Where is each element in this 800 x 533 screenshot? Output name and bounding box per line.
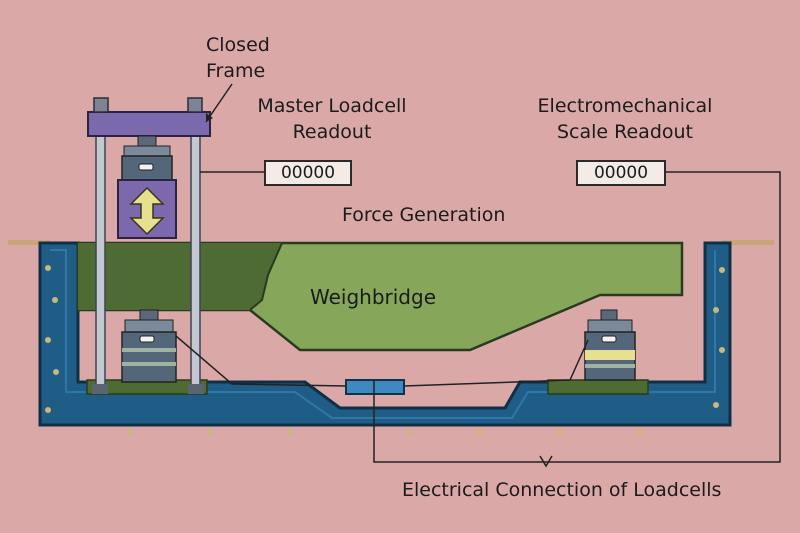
scale-readout-display: 00000 xyxy=(576,160,666,186)
ground-left xyxy=(8,240,50,245)
junction-box xyxy=(345,379,405,395)
right-base-plate xyxy=(547,379,649,395)
master-loadcell-readout-label: Master Loadcell Readout xyxy=(257,95,407,143)
closed-frame-label: Closed Frame xyxy=(206,34,270,82)
loadcell-wiring xyxy=(175,171,781,468)
force-generation-label: Force Generation xyxy=(342,204,506,226)
master-loadcell xyxy=(121,135,173,181)
double-arrow-icon xyxy=(129,186,165,236)
right-loadcell xyxy=(584,309,636,381)
electrical-connection-label: Electrical Connection of Loadcells xyxy=(402,479,722,501)
force-generation-jack xyxy=(117,179,177,239)
left-loadcell xyxy=(121,309,177,383)
ground-right xyxy=(722,240,774,245)
closed-frame xyxy=(87,97,211,394)
electromechanical-scale-readout-label: Electromechanical Scale Readout xyxy=(537,95,713,143)
master-loadcell-readout-display: 00000 xyxy=(264,160,352,186)
weighbridge-deck xyxy=(76,241,684,352)
weighbridge-label: Weighbridge xyxy=(310,285,437,309)
